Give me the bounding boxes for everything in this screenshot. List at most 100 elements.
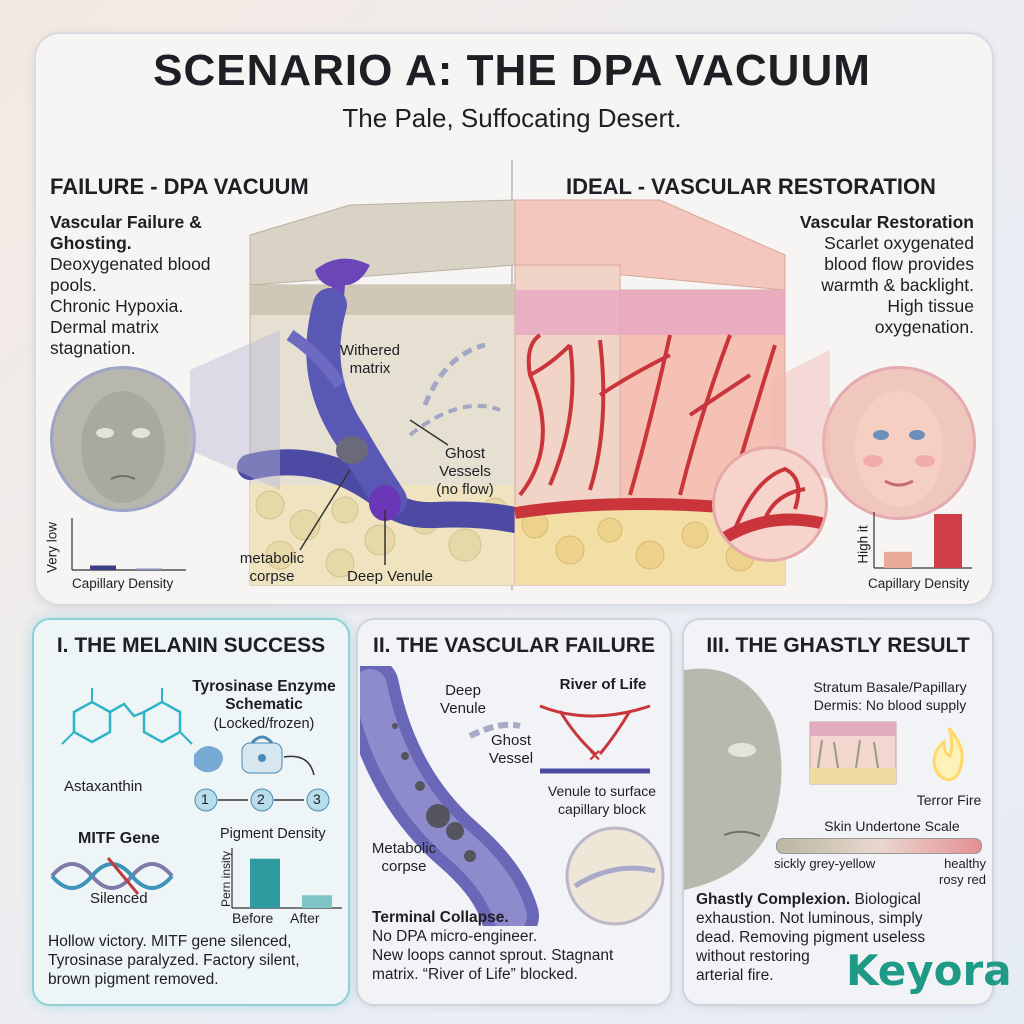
face-eye bbox=[909, 430, 925, 440]
face-eye bbox=[873, 430, 889, 440]
failure-epidermis bbox=[250, 285, 515, 315]
footer-line: matrix. “River of Life” blocked. bbox=[372, 966, 578, 983]
footer-line: arterial fire. bbox=[696, 967, 774, 984]
zoom-artery bbox=[715, 513, 825, 549]
venule-clot bbox=[369, 485, 401, 521]
ideal-description: Vascular Restoration Scarlet oxygenated … bbox=[760, 212, 974, 338]
corpse-particles bbox=[392, 723, 476, 862]
molecule-chain bbox=[109, 702, 145, 718]
label-text: metabolic bbox=[239, 550, 305, 567]
callout-line bbox=[299, 469, 351, 551]
dna-strand bbox=[50, 862, 174, 890]
left-capillary-chart bbox=[71, 518, 186, 571]
label-text: Ghost bbox=[444, 445, 486, 462]
card2-title: II. THE VASCULAR FAILURE bbox=[373, 634, 655, 657]
footer-title: Ghastly Complexion. bbox=[696, 891, 851, 908]
label-text: capillary block bbox=[558, 801, 646, 817]
face-mouth bbox=[884, 479, 914, 487]
face-mouth bbox=[110, 475, 136, 480]
scale-right-line: rosy red bbox=[939, 872, 986, 887]
ghost-vessel-icon bbox=[468, 721, 521, 739]
card-ghastly-result: III. THE GHASTLY RESULT Stratum Basale/P… bbox=[682, 618, 994, 1006]
brand-logo: Keyora bbox=[846, 946, 1012, 995]
healthy-face-drawing bbox=[855, 391, 943, 507]
callout-line bbox=[409, 419, 449, 446]
enzyme-schematic bbox=[194, 735, 330, 812]
ideal-desc-line: oxygenation. bbox=[874, 317, 974, 337]
capillary-zoom-drawing bbox=[715, 466, 825, 549]
right-chart-ylabel: High it bbox=[855, 525, 871, 564]
failure-subheading: Vascular Failure & Ghosting. bbox=[50, 212, 202, 253]
zoom-beam bbox=[190, 330, 280, 490]
block-x-icon: ✕ bbox=[588, 748, 601, 765]
river-of-life-note: Venule to surface capillary block bbox=[534, 782, 670, 818]
card3-title: III. THE GHASTLY RESULT bbox=[706, 634, 970, 657]
face-shape bbox=[81, 391, 165, 503]
footer-line: No DPA micro-engineer. bbox=[372, 928, 538, 945]
card3-footer: Ghastly Complexion. Biological exhaustio… bbox=[696, 890, 988, 985]
astaxanthin-label: Astaxanthin bbox=[64, 778, 143, 795]
footer-line: Biological bbox=[850, 891, 921, 908]
left-chart-ylabel: Very low bbox=[44, 521, 60, 574]
river-capillary bbox=[598, 710, 632, 755]
failure-heading: FAILURE - DPA VACUUM bbox=[50, 174, 309, 199]
face-eye bbox=[132, 428, 150, 438]
river-of-life-title: River of Life bbox=[559, 676, 647, 693]
face-zoom-beam bbox=[190, 330, 280, 490]
enzyme-note: (Locked/frozen) bbox=[213, 716, 315, 732]
dna-icon bbox=[50, 857, 174, 895]
dead-vessels bbox=[817, 739, 879, 769]
enzyme-title: Tyrosinase Enzyme Schematic bbox=[184, 678, 344, 714]
right-chart-xlabel: Capillary Density bbox=[868, 576, 970, 591]
face-eye bbox=[96, 428, 114, 438]
chart-bar bbox=[250, 858, 280, 908]
chart-bar bbox=[934, 514, 962, 568]
dna-strand bbox=[50, 862, 174, 890]
pigment-chart-title: Pigment Density bbox=[220, 826, 326, 842]
venule-branch bbox=[306, 288, 407, 517]
molecule-ring bbox=[142, 700, 182, 744]
step-3: 3 bbox=[313, 791, 321, 807]
ideal-desc-line: blood flow provides bbox=[824, 254, 974, 274]
footer-line: without restoring bbox=[696, 948, 810, 965]
ideal-subheading: Vascular Restoration bbox=[799, 212, 974, 232]
footer-line: brown pigment removed. bbox=[48, 971, 219, 988]
zoom-capillary bbox=[763, 487, 806, 520]
footer-line: Tyrosinase paralyzed. Factory silent, bbox=[48, 952, 300, 969]
card-vascular-failure: II. THE VASCULAR FAILURE ✕ Deep Venule G… bbox=[356, 618, 672, 1006]
lock-shackle bbox=[250, 735, 274, 745]
face-blush bbox=[863, 455, 883, 467]
enzyme-title-line: Tyrosinase Enzyme bbox=[192, 678, 336, 695]
step-2: 2 bbox=[257, 791, 265, 807]
pigment-chart-x-before: Before bbox=[232, 910, 274, 926]
river-capillaries bbox=[539, 704, 651, 718]
label-metabolic-corpse: Metabolic corpse bbox=[362, 840, 446, 876]
ideal-desc-line: warmth & backlight. bbox=[821, 275, 974, 295]
scale-right-label: healthy rosy red bbox=[922, 856, 986, 888]
chart-bar bbox=[884, 551, 912, 568]
label-text: corpse bbox=[249, 568, 295, 585]
face-blush bbox=[915, 455, 935, 467]
metabolic-corpse-mass bbox=[336, 436, 368, 464]
pigment-density-chart bbox=[231, 848, 342, 909]
page-title: SCENARIO A: THE DPA VACUUM bbox=[153, 46, 871, 95]
failure-desc-line: Chronic Hypoxia. bbox=[50, 296, 184, 316]
note-line: Dermis: No blood supply bbox=[813, 697, 967, 713]
card2-footer: Terminal Collapse. No DPA micro-engineer… bbox=[372, 908, 664, 984]
label-ghost-vessel: Ghost Vessel bbox=[476, 732, 546, 768]
ideal-desc-line: Scarlet oxygenated bbox=[824, 233, 974, 253]
mitf-title: MITF Gene bbox=[78, 830, 160, 847]
capillary-zoom bbox=[712, 446, 828, 562]
enzyme-title-line: Schematic bbox=[225, 696, 303, 713]
molecule-bond bbox=[179, 731, 193, 745]
card1-title: I. THE MELANIN SUCCESS bbox=[56, 634, 326, 657]
venule-cross-section: ✕ bbox=[360, 666, 665, 926]
ideal-epidermis bbox=[515, 290, 785, 335]
fire-icon bbox=[932, 727, 964, 782]
capillary-network bbox=[518, 333, 777, 497]
ghastly-face-illustration bbox=[684, 668, 782, 890]
label-deep-venule: Deep Venule bbox=[428, 682, 498, 718]
astaxanthin-molecule-icon bbox=[61, 688, 193, 745]
blood-pool bbox=[315, 258, 370, 323]
skin-block-illustration bbox=[237, 199, 786, 586]
